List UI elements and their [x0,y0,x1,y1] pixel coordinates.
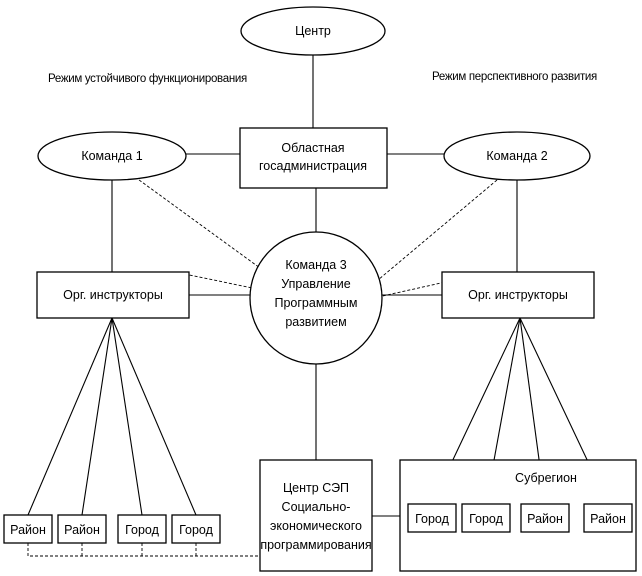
sep-line-1: Центр СЭП [283,481,349,495]
left-unit-4-label: Город [179,523,214,537]
left-unit-2-label: Район [64,523,100,537]
right-unit-4: Район [583,503,633,533]
left-unit-1-label: Район [10,523,46,537]
right-unit-1: Город [407,503,457,533]
dashed-connectors [27,176,498,557]
dash-team1-team3 [134,176,261,269]
right-unit-3-label: Район [527,512,563,526]
caption-right: Режим перспективного развития [432,71,597,83]
team3-line-1: Команда 3 [285,258,346,272]
line-fan-left-3 [111,317,143,516]
org-instructors-right: Орг. инструкторы [441,271,595,319]
team1-label: Команда 1 [81,149,142,163]
sep-line-2: Социально- [282,500,351,514]
sep-line-3: экономического [270,519,362,533]
team1-node: Команда 1 [37,131,187,181]
line-fan-left-2 [81,317,113,516]
left-unit-2: Район [57,514,107,544]
oblast-admin-line-2: госадминистрация [259,159,367,173]
team2-node: Команда 2 [443,131,591,181]
dash-team3-org-right [377,280,451,298]
right-unit-2-label: Город [469,512,504,526]
subregion-label: Субрегион [515,471,577,485]
right-unit-2: Город [461,503,511,533]
org-left-label: Орг. инструкторы [63,288,163,302]
org-instructors-left: Орг. инструкторы [36,271,190,319]
left-unit-3-label: Город [125,523,160,537]
right-unit-3: Район [520,503,570,533]
sep-center-node: Центр СЭП Социально- экономического прог… [259,459,373,572]
center-node: Центр [240,6,386,56]
sep-line-4: программирования [260,538,371,552]
line-fan-left-1 [27,317,113,516]
oblast-admin-node: Областная госадминистрация [239,127,388,189]
oblast-admin-line-1: Областная [281,141,344,155]
right-unit-1-label: Город [415,512,450,526]
connectors [27,54,609,517]
team2-label: Команда 2 [486,149,547,163]
center-label: Центр [295,24,331,38]
dash-left-units-bus [27,543,260,557]
left-units: Район Район Город Город [3,514,221,544]
org-right-label: Орг. инструкторы [468,288,568,302]
line-fan-left-4 [111,317,197,516]
right-units: Город Город Район Район [407,503,633,533]
team3-line-2: Управление [281,277,351,291]
caption-left: Режим устойчивого функционирования [48,73,247,85]
left-unit-1: Район [3,514,53,544]
left-unit-3: Город [117,514,167,544]
team3-line-3: Программным [274,296,357,310]
right-unit-4-label: Район [590,512,626,526]
left-unit-4: Город [171,514,221,544]
dash-team2-team3 [377,179,498,281]
team3-line-4: развитием [285,315,346,329]
team3-node: Команда 3 Управление Программным развити… [249,231,383,365]
